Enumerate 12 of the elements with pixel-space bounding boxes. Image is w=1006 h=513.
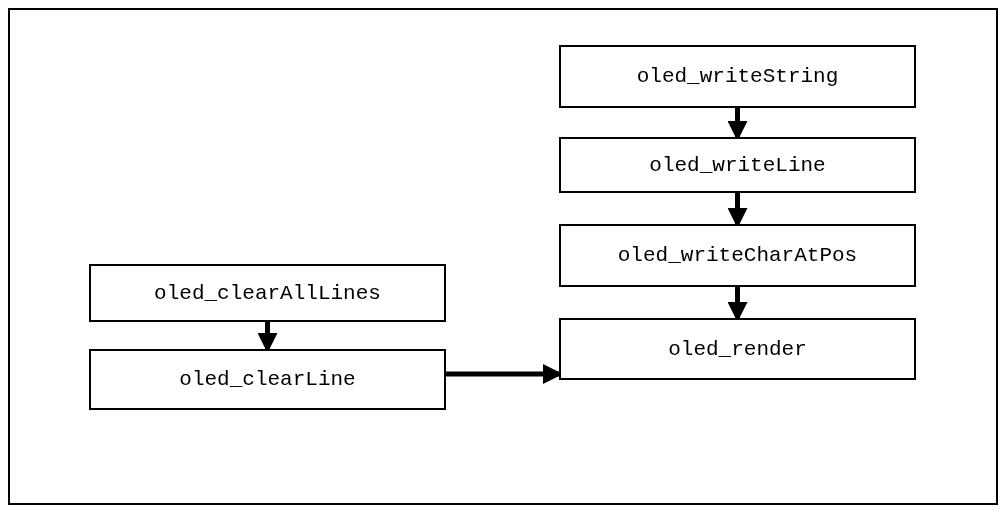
function-name: oled_writeLine [649,153,826,177]
function-name: oled_render [668,337,807,361]
function-box [89,264,446,322]
function-box [559,224,916,287]
function-box [559,45,916,108]
function-name: oled_writeString [636,65,839,88]
function-name: oled_writeCharAtPos [617,244,858,267]
function-box [559,137,916,193]
function-name: oled_clearAllLines [154,281,381,305]
function-box [559,318,916,380]
function-box [89,349,446,410]
function-name: oled_clearLine [179,368,356,391]
